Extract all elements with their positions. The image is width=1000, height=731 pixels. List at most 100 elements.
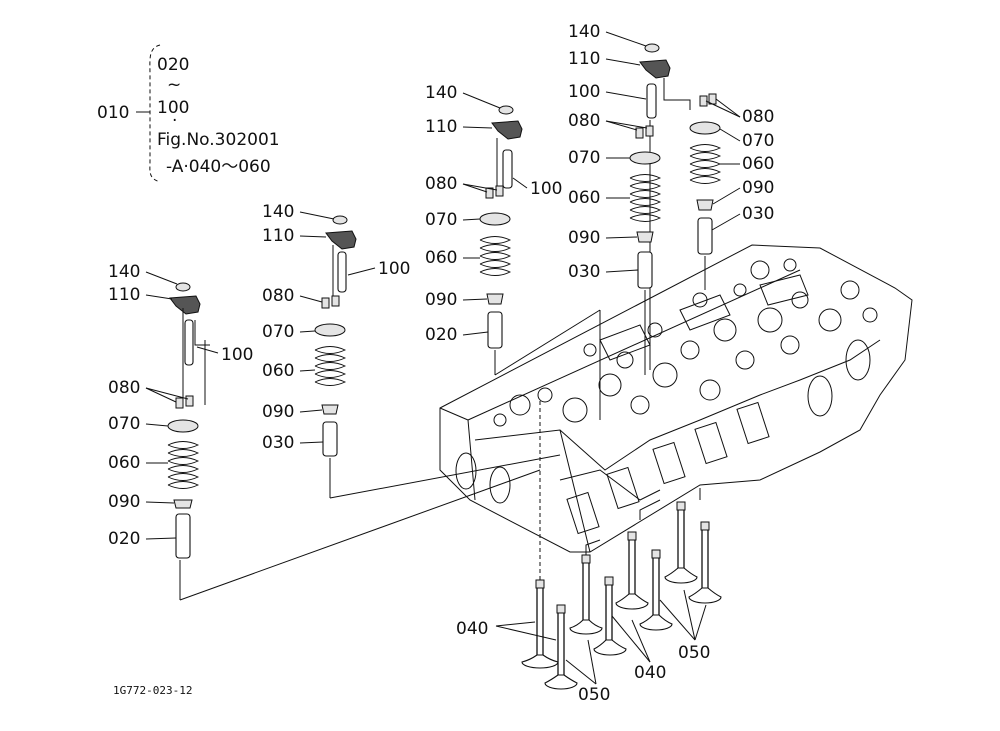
keeper-080-a2 [185,395,194,407]
seal-090-e [696,199,714,211]
label-080: 080 [262,286,294,306]
figure-code: 1G772-023-12 [113,684,192,697]
retainer-070-b [314,323,346,337]
guide-030-e [697,217,713,255]
valve-stack-e [689,93,722,290]
label-140: 140 [568,22,600,42]
label-110: 110 [108,285,140,305]
part-labels: 140 110 100 080 070 060 090 020 140 110 … [108,22,774,705]
spring-060-e [689,144,722,184]
keeper-080-e1 [699,95,708,107]
label-080: 080 [568,111,600,131]
note-line-4: · [172,111,177,131]
guide-020-a [175,513,191,559]
label-140: 140 [108,262,140,282]
label-060: 060 [742,154,774,174]
label-070: 070 [742,131,774,151]
label-050: 050 [578,685,610,705]
cap-140-c [498,105,514,115]
keeper-080-c1 [485,187,494,199]
note-line-6: -A·040～060 [166,157,271,177]
label-020: 020 [108,529,140,549]
retainer-070-d [629,151,661,165]
rod-100-b [337,251,347,293]
label-110: 110 [568,49,600,69]
keeper-080-b2 [331,295,340,307]
label-090: 090 [742,178,774,198]
reference-note: 010 020 ~ 100 · Fig.No.302001 -A·040～060 [97,44,280,183]
label-040: 040 [634,663,666,683]
seal-090-c [486,293,504,305]
retainer-070-c [479,212,511,226]
spring-060-c [479,236,512,276]
label-090: 090 [425,290,457,310]
label-020: 020 [425,325,457,345]
valve-stack-b [314,215,561,499]
keeper-080-d1 [635,127,644,139]
label-090: 090 [108,492,140,512]
label-090: 090 [262,402,294,422]
label-060: 060 [108,453,140,473]
valves [521,398,722,690]
label-110: 110 [262,226,294,246]
label-030: 030 [262,433,294,453]
rocker-110-c [491,120,523,140]
keeper-080-d2 [645,125,654,137]
label-090: 090 [568,228,600,248]
cylinder-head [439,244,913,553]
guide-030-b [322,421,338,457]
label-100: 100 [530,179,562,199]
rocker-110-b [325,230,357,250]
rod-100-d [646,83,657,119]
label-050: 050 [678,643,710,663]
note-line-2: ~ [167,75,181,95]
rod-100-a [184,319,194,366]
note-bracket [149,44,161,183]
spring-060-d [629,174,662,222]
label-040: 040 [456,619,488,639]
cap-140-b [332,215,348,225]
cap-140-d [644,43,660,53]
seal-090-d [636,231,654,243]
label-100: 100 [378,259,410,279]
valve-stack-a [167,282,541,601]
note-ref: 010 [97,103,129,123]
label-060: 060 [568,188,600,208]
rocker-110-a [169,295,201,315]
guide-020-c [487,311,503,349]
label-070: 070 [108,414,140,434]
label-080: 080 [108,378,140,398]
spring-060-a [167,441,200,489]
keeper-080-c2 [495,185,504,197]
label-070: 070 [568,148,600,168]
label-030: 030 [568,262,600,282]
seal-090-a [173,499,193,509]
seal-090-b [321,404,339,415]
cap-140-a [175,282,191,292]
rod-100-c [502,149,513,189]
note-line-1: 020 [157,55,189,75]
valve-stack-d [629,43,691,375]
label-140: 140 [425,83,457,103]
label-080: 080 [742,107,774,127]
note-line-5: Fig.No.302001 [157,130,280,150]
label-100: 100 [568,82,600,102]
label-080: 080 [425,174,457,194]
label-060: 060 [425,248,457,268]
label-060: 060 [262,361,294,381]
spring-060-b [314,346,347,386]
label-110: 110 [425,117,457,137]
guide-030-d [637,251,653,289]
label-070: 070 [425,210,457,230]
keeper-080-a1 [175,397,184,409]
label-030: 030 [742,204,774,224]
note-line-3: 100 [157,98,189,118]
label-140: 140 [262,202,294,222]
retainer-070-a [167,419,199,433]
retainer-070-e [689,121,721,135]
rocker-110-d [639,59,671,79]
keeper-080-b1 [321,297,330,309]
valve-stack-c [479,105,601,420]
